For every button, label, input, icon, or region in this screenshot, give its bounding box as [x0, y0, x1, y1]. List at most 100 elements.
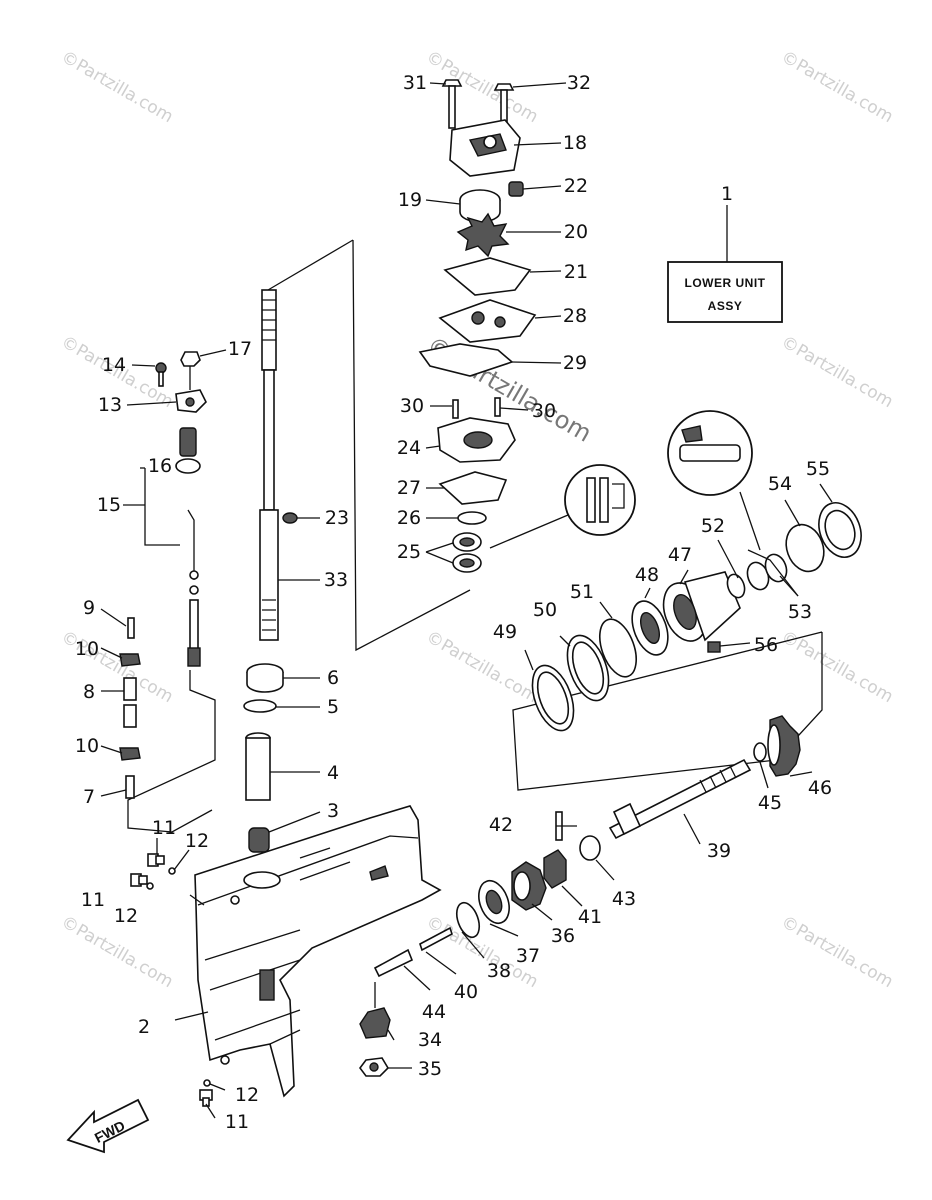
bearing-37 [478, 879, 510, 925]
bearing-48 [631, 600, 669, 656]
part-label-30b: 30 [532, 400, 556, 422]
part-label-41: 41 [578, 906, 602, 928]
gear-case-2 [194, 805, 442, 1098]
watermark: ©Partzilla.com [778, 332, 897, 412]
screw-9 [127, 617, 135, 639]
part-label-35: 35 [418, 1058, 442, 1080]
box-label-line2: ASSY [708, 299, 743, 313]
propeller-shaft-39 [608, 758, 752, 840]
part-label-34: 34 [418, 1029, 442, 1051]
screw-11b [130, 873, 148, 887]
shift-rod-15 [187, 509, 201, 667]
part-label-12b: 12 [114, 905, 138, 927]
impeller-20 [456, 212, 510, 258]
watermark: ©Partzilla.com [778, 912, 897, 992]
part-label-42: 42 [489, 814, 513, 836]
part-label-4: 4 [327, 762, 339, 784]
part-label-22: 22 [564, 175, 588, 197]
reverse-gear-36 [511, 861, 547, 911]
part-label-31: 31 [403, 72, 427, 94]
o-ring-51 [598, 618, 638, 678]
collar-8b [123, 704, 137, 728]
oil-seals-25 [452, 532, 482, 573]
lower-unit-assy-box: LOWER UNIT ASSY [667, 205, 783, 323]
part-label-30a: 30 [400, 395, 424, 417]
pump-housing-18 [449, 119, 521, 177]
part-label-49: 49 [493, 621, 517, 643]
part-label-11a: 11 [152, 817, 176, 839]
part-label-56: 56 [754, 634, 778, 656]
needle-bearing-52 [726, 573, 746, 599]
bolt-32 [493, 83, 515, 131]
collar-8 [123, 677, 137, 701]
part-label-8: 8 [83, 681, 95, 703]
part-label-27: 27 [397, 477, 421, 499]
part-label-16: 16 [148, 455, 172, 477]
bolt-14 [155, 362, 167, 387]
nut-17 [180, 351, 201, 367]
shift-plunger-44 [373, 948, 414, 978]
part-label-48: 48 [635, 564, 659, 586]
outer-plate-28 [438, 299, 537, 343]
o-ring-26 [457, 511, 487, 525]
dog-clutch-41 [543, 849, 567, 889]
part-label-28: 28 [563, 305, 587, 327]
part-label-17: 17 [228, 338, 252, 360]
part-label-20: 20 [564, 221, 588, 243]
part-label-7: 7 [83, 786, 95, 808]
seal-orientation-inset [489, 464, 636, 549]
part-label-12a: 12 [185, 830, 209, 852]
propeller-shaft-group [359, 410, 862, 1077]
part-label-33: 33 [324, 569, 348, 591]
part-label-19: 19 [398, 189, 422, 211]
pump-case-24 [437, 417, 516, 463]
part-label-40: 40 [454, 981, 478, 1003]
part-label-10a: 10 [75, 638, 99, 660]
part-label-14: 14 [102, 354, 126, 376]
part-label-18: 18 [563, 132, 587, 154]
part-label-25: 25 [397, 541, 421, 563]
part-label-15: 15 [97, 494, 121, 516]
part-label-55: 55 [806, 458, 830, 480]
part-label-11b: 11 [81, 889, 105, 911]
clip-10a [119, 653, 141, 667]
drive-shaft-33 [259, 289, 279, 641]
gasket-12c [203, 1079, 211, 1087]
part-label-5: 5 [327, 696, 339, 718]
spring-40 [419, 926, 453, 952]
part-label-13: 13 [98, 394, 122, 416]
part-label-46: 46 [808, 777, 832, 799]
key-56 [707, 641, 721, 653]
clip-10b [119, 747, 141, 761]
forward-gear-46 [767, 715, 801, 777]
part-label-32: 32 [567, 72, 591, 94]
part-label-53: 53 [788, 601, 812, 623]
cap-47 [662, 571, 741, 642]
part-label-50: 50 [533, 599, 557, 621]
part-label-45: 45 [758, 792, 782, 814]
pinion-34 [359, 1007, 391, 1039]
o-ring-5 [243, 699, 277, 713]
lever-13 [175, 366, 207, 413]
sleeve-4 [245, 732, 271, 801]
part-label-23: 23 [325, 507, 349, 529]
part-label-38: 38 [487, 960, 511, 982]
washer-45 [753, 742, 767, 762]
shift-rod-joint-stack [119, 617, 141, 799]
screw-11a [147, 853, 165, 867]
key-23 [282, 512, 298, 524]
water-pump-group [418, 79, 636, 573]
part-label-21: 21 [564, 261, 588, 283]
part-number-labels: 1 2 3 4 5 6 7 8 9 10 10 11 11 11 12 12 1… [75, 72, 832, 1133]
part-label-29: 29 [563, 352, 587, 374]
grommet-22 [508, 181, 524, 197]
part-label-12c: 12 [235, 1084, 259, 1106]
watermark: ©Partzilla.com [423, 627, 542, 707]
box-label-line1: LOWER UNIT [685, 276, 766, 290]
rod-7 [125, 775, 135, 799]
circlip-43 [579, 835, 601, 861]
washer-54 [785, 523, 825, 573]
bushing-3 [248, 827, 270, 853]
part-label-47: 47 [668, 544, 692, 566]
